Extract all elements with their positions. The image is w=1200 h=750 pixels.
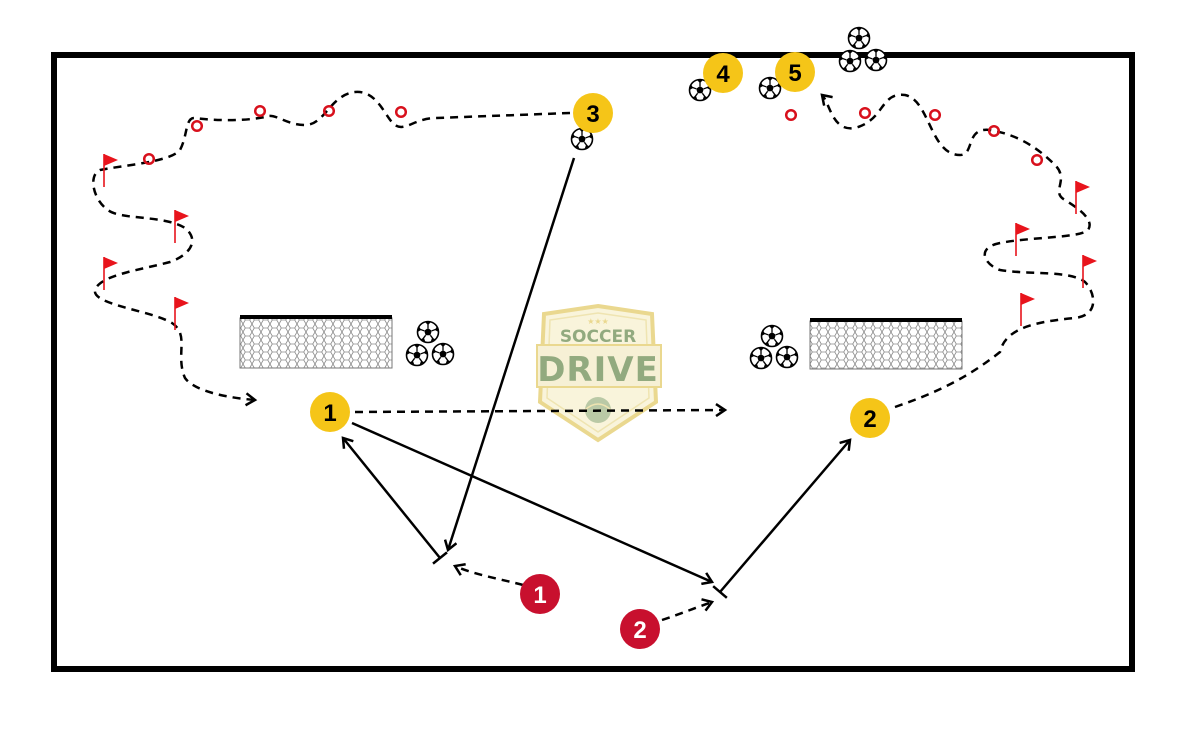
goal-right [810,320,962,369]
yellow-player-1-label: 1 [323,400,336,427]
yellow-player-2: 2 [850,398,890,438]
watermark-stars: ★★★ [587,317,609,326]
red-player-2-label: 2 [633,617,646,644]
goal-left [240,317,392,368]
yellow-player-4: 4 [703,53,743,93]
yellow-player-3-label: 3 [586,101,599,128]
red-player-1-label: 1 [533,582,546,609]
yellow-player-3: 3 [573,93,613,133]
red-player-2: 2 [620,609,660,649]
watermark-top-text: SOCCER [560,327,636,347]
yellow-player-5-label: 5 [788,60,801,87]
yellow-player-4-label: 4 [716,61,730,88]
red-player-1: 1 [520,574,560,614]
yellow-player-1: 1 [310,392,350,432]
yellow-player-5: 5 [775,52,815,92]
yellow-player-2-label: 2 [863,406,876,433]
watermark-main-text: DRIVE [537,350,659,390]
